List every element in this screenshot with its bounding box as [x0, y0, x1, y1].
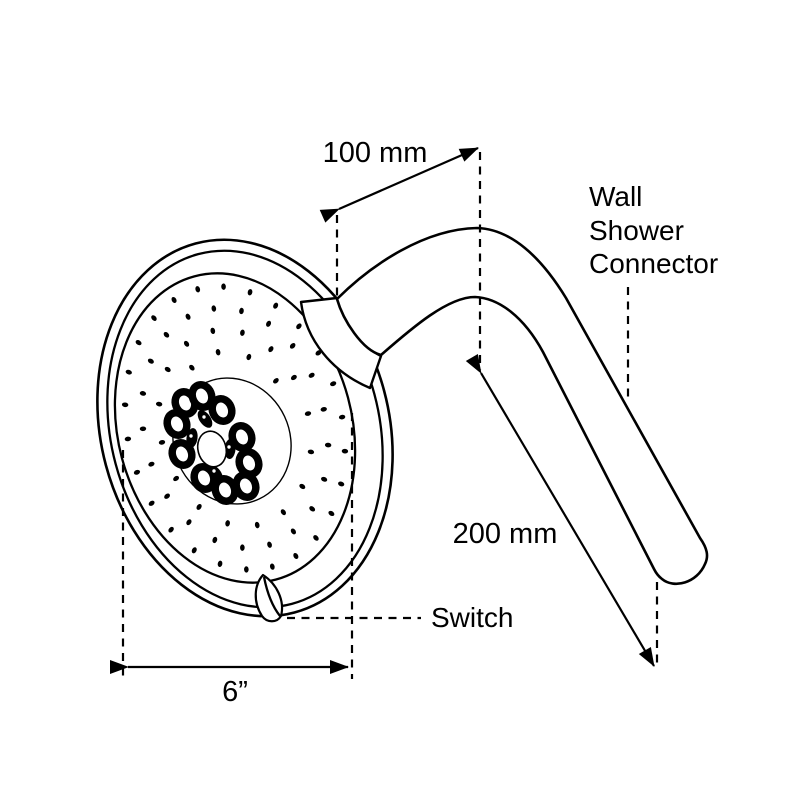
wall-connector-line-2: Shower	[589, 215, 684, 246]
switch-label: Switch	[431, 602, 513, 633]
head-face	[113, 272, 357, 584]
dim-100mm-arrow	[319, 146, 479, 223]
shower-arm	[335, 226, 709, 585]
label-switch: Switch	[287, 602, 513, 633]
dim-100mm: 100 mm	[319, 137, 482, 370]
cluster-center-opening	[196, 430, 228, 468]
dim-200mm: 200 mm	[453, 353, 659, 668]
switch-tab-fold	[262, 576, 281, 617]
head-rim-inner-line	[106, 249, 384, 609]
dim-6in: 6”	[110, 413, 354, 708]
dim-200mm-label: 200 mm	[453, 518, 558, 550]
label-wall-connector: Wall Shower Connector	[589, 181, 718, 399]
wall-connector-line-3: Connector	[589, 248, 718, 279]
cluster-nozzles	[163, 381, 263, 505]
wall-connector-line-1: Wall	[589, 181, 642, 212]
dim-100mm-label: 100 mm	[323, 137, 428, 169]
nozzle-dots	[121, 283, 349, 573]
dim-200mm-arrow	[465, 353, 655, 667]
dim-6in-label: 6”	[222, 676, 248, 708]
